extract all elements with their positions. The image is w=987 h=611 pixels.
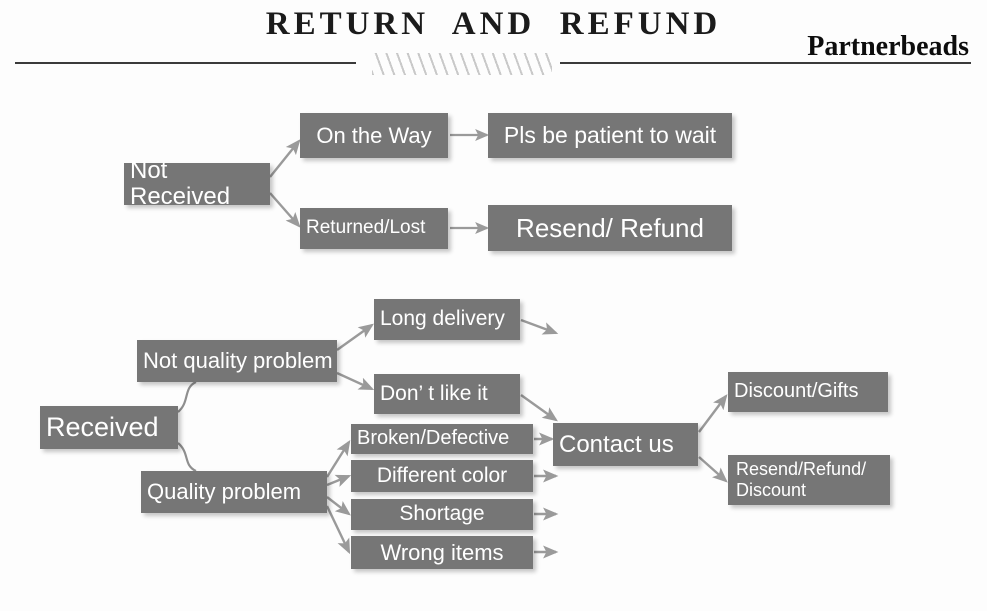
node-shortage[interactable]: Shortage <box>351 499 533 530</box>
node-contact-us[interactable]: Contact us <box>553 423 698 466</box>
hatch-ornament-icon <box>372 53 552 75</box>
arrow-not-quality-to-long-delivery <box>336 323 374 351</box>
arrow-quality-to-shortage <box>326 496 351 516</box>
arrow-dont-like-it-to-contact-us <box>520 394 558 422</box>
node-broken-defective[interactable]: Broken/Defective <box>351 424 533 454</box>
node-dont-like-it[interactable]: Don’ t like it <box>374 374 520 414</box>
node-resend-refund[interactable]: Resend/ Refund <box>488 205 732 251</box>
node-wrong-items[interactable]: Wrong items <box>351 536 533 569</box>
node-on-the-way[interactable]: On the Way <box>300 113 448 158</box>
arrow-contact-us-to-discount-gifts <box>698 394 728 433</box>
line-received-to-quality-problem <box>177 442 197 472</box>
node-discount-gifts[interactable]: Discount/Gifts <box>728 372 888 412</box>
arrow-quality-to-broken-defective <box>325 439 351 478</box>
brand-logo-text: Partnerbeads <box>807 31 969 62</box>
arrow-contact-us-to-resend-refund-discount <box>698 456 728 483</box>
node-not-received[interactable]: Not Received <box>124 158 270 209</box>
arrow-not-quality-to-dont-like-it <box>336 371 375 391</box>
node-different-color[interactable]: Different color <box>351 460 533 492</box>
node-returned-lost[interactable]: Returned/Lost <box>300 208 448 249</box>
node-not-quality-problem[interactable]: Not quality problem <box>137 340 337 382</box>
node-received[interactable]: Received <box>40 406 178 449</box>
divider-line-right <box>560 62 971 64</box>
page-title: RETURN AND REFUND <box>265 6 722 42</box>
node-pls-be-patient-to-wait[interactable]: Pls be patient to wait <box>488 113 732 158</box>
arrow-quality-to-different-color <box>326 474 352 487</box>
node-resend-refund-discount[interactable]: Resend/Refund/ Discount <box>728 455 890 505</box>
node-long-delivery[interactable]: Long delivery <box>374 299 520 340</box>
arrow-not-received-to-returned-lost <box>269 192 301 228</box>
line-received-to-not-quality-problem <box>177 381 197 413</box>
arrow-quality-to-wrong-items <box>325 505 351 555</box>
arrow-not-received-to-on-the-way <box>269 139 301 178</box>
node-quality-problem[interactable]: Quality problem <box>141 471 327 513</box>
arrow-long-delivery-to-contact-us <box>520 318 559 335</box>
divider-line-left <box>15 62 356 64</box>
